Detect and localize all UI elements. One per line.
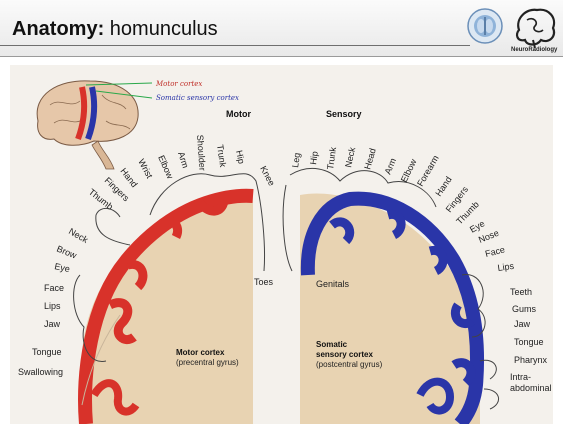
motor-caption: Motor cortex: [176, 348, 225, 357]
title-rule: [0, 45, 470, 46]
label-intra: Intra-: [510, 372, 531, 382]
label-thumb: Thumb: [87, 187, 115, 212]
label-s-hand: Hand: [433, 175, 453, 198]
title-bar: Anatomy: homunculus NeuroRadiology: [0, 0, 563, 57]
homunculus-figure: Motor cortex Somatic sensory cortex Moto…: [10, 65, 553, 424]
label-abdominal: abdominal: [510, 383, 552, 393]
label-leg: Leg: [290, 152, 302, 168]
label-s-trunk: Trunk: [325, 146, 338, 170]
heading-sensory: Sensory: [326, 109, 362, 119]
label-toes: Toes: [254, 277, 274, 287]
label-hip: Hip: [234, 149, 247, 164]
label-forearm: Forearm: [415, 154, 441, 188]
label-s-arm: Arm: [383, 157, 398, 176]
sensory-hemisphere: [300, 193, 480, 424]
label-s-lips: Lips: [497, 261, 515, 273]
label-neck: Neck: [67, 226, 90, 245]
label-head: Head: [362, 147, 378, 170]
motor-caption-sub: (precentral gyrus): [176, 358, 239, 367]
head-scan-logo-icon: [466, 7, 504, 45]
label-trunk: Trunk: [215, 144, 228, 168]
label-face: Face: [44, 283, 64, 293]
sensory-caption-sub: (postcentral gyrus): [316, 360, 383, 369]
label-lips: Lips: [44, 301, 61, 311]
label-genitals: Genitals: [316, 279, 350, 289]
label-tongue: Tongue: [32, 347, 62, 357]
title-bold: Anatomy:: [12, 18, 104, 40]
label-brow: Brow: [55, 244, 78, 261]
legend-sensory: Somatic sensory cortex: [156, 94, 239, 102]
label-s-jaw: Jaw: [514, 319, 531, 329]
sensory-caption-1: Somatic: [316, 340, 348, 349]
label-elbow: Elbow: [156, 154, 175, 181]
label-s-neck: Neck: [343, 146, 357, 169]
legend-motor: Motor cortex: [155, 80, 202, 88]
label-s-face: Face: [484, 244, 506, 259]
logo-text: NeuroRadiology: [511, 47, 557, 53]
label-jaw: Jaw: [44, 319, 61, 329]
label-wrist: Wrist: [136, 157, 155, 180]
label-knee: Knee: [258, 164, 277, 187]
brain-inset: [37, 81, 152, 169]
slide-title: Anatomy: homunculus: [12, 18, 218, 41]
sensory-caption-2: sensory cortex: [316, 350, 373, 359]
label-arm: Arm: [176, 151, 191, 170]
label-s-hip: Hip: [308, 151, 320, 166]
label-shoulder: Shoulder: [195, 134, 207, 171]
heading-motor: Motor: [226, 109, 251, 119]
motor-hemisphere: [82, 192, 253, 424]
title-rest: homunculus: [104, 18, 217, 40]
label-teeth: Teeth: [510, 287, 532, 297]
label-gums: Gums: [512, 304, 537, 314]
label-s-tongue: Tongue: [514, 337, 544, 347]
label-swallowing: Swallowing: [18, 367, 63, 377]
label-eye: Eye: [54, 261, 71, 274]
label-pharynx: Pharynx: [514, 355, 548, 365]
